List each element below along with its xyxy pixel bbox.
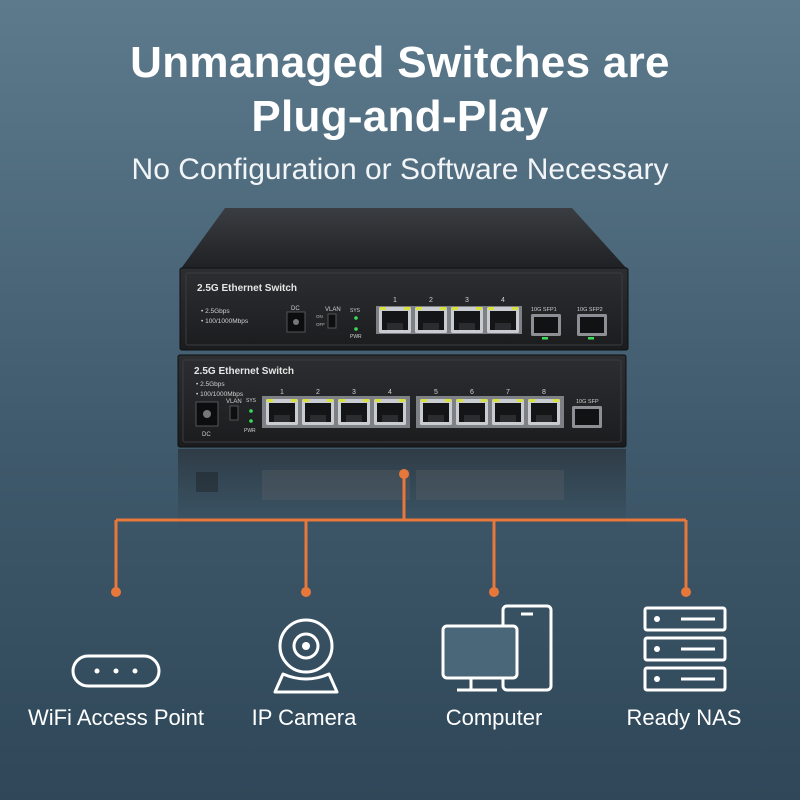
svg-text:VLAN: VLAN [226,399,242,405]
switch-reflection [178,449,626,529]
svg-text:SYS: SYS [246,398,257,404]
svg-text:10G SFP2: 10G SFP2 [577,307,603,313]
rj45-port-1 [266,399,298,425]
device-wifi-access-point: WiFi Access Point [21,592,211,742]
rj45-port-7 [492,399,524,425]
rj45-port-5 [420,399,452,425]
port-number-7: 7 [506,389,510,396]
bottom-switch-model: 2.5G Ethernet Switch [194,366,294,377]
ip-camera-icon [273,618,339,694]
port-number-4: 4 [501,297,505,304]
port-number-3: 3 [465,297,469,304]
top-switch-dc-label: DC [291,306,300,312]
svg-text:10G SFP: 10G SFP [576,399,599,405]
device-ip-camera: IP Camera [209,592,399,742]
port-number-1: 1 [393,297,397,304]
rj45-port-4 [374,399,406,425]
port-number-3: 3 [352,389,356,396]
device-nas: Ready NAS [589,592,779,742]
rj45-port-3 [338,399,370,425]
headline-line-2: Plug-and-Play [251,92,549,141]
headline-line-1: Unmanaged Switches are [130,38,670,87]
svg-text:DC: DC [202,432,211,438]
port-number-8: 8 [542,389,546,396]
svg-text:OFF: OFF [316,322,325,327]
rj45-port-2 [415,307,447,333]
rj45-port-2 [302,399,334,425]
rj45-port-4 [487,307,519,333]
svg-text:PWR: PWR [244,428,256,434]
port-number-6: 6 [470,389,474,396]
top-switch-vlan-label: VLAN [325,307,341,313]
wifi-access-point-icon [71,654,161,688]
device-computer: Computer [399,592,589,742]
rj45-port-1 [379,307,411,333]
port-number-5: 5 [434,389,438,396]
nas-icon [643,606,727,692]
device-label-camera: IP Camera [251,705,357,730]
svg-text:10G SFP1: 10G SFP1 [531,307,557,313]
port-number-1: 1 [280,389,284,396]
port-number-4: 4 [388,389,392,396]
top-switch: 2.5G Ethernet Switch • 2.5Gbps • 100/100… [179,208,629,351]
top-switch-spec-1: • 2.5Gbps [201,308,230,315]
device-label-computer: Computer [445,705,543,730]
rj45-port-3 [451,307,483,333]
svg-text:PWR: PWR [350,334,362,340]
rj45-port-6 [456,399,488,425]
rj45-port-8 [528,399,560,425]
svg-text:• 100/1000Mbps: • 100/1000Mbps [196,391,244,398]
top-switch-model: 2.5G Ethernet Switch [197,283,297,294]
svg-text:• 2.5Gbps: • 2.5Gbps [196,381,225,388]
device-label-nas: Ready NAS [626,705,742,730]
svg-text:ON: ON [316,314,323,319]
svg-text:SYS: SYS [350,308,361,314]
switch-illustration: 2.5G Ethernet Switch • 2.5Gbps • 100/100… [177,208,629,529]
computer-icon [441,604,553,692]
device-label-wifi: WiFi Access Point [27,705,205,730]
port-number-2: 2 [429,297,433,304]
port-number-2: 2 [316,389,320,396]
subheadline: No Configuration or Software Necessary [131,153,669,186]
bottom-switch: 2.5G Ethernet Switch • 2.5Gbps • 100/100… [177,354,627,448]
headline: Unmanaged Switches are Plug-and-Play [0,36,800,144]
top-switch-spec-2: • 100/1000Mbps [201,318,249,325]
